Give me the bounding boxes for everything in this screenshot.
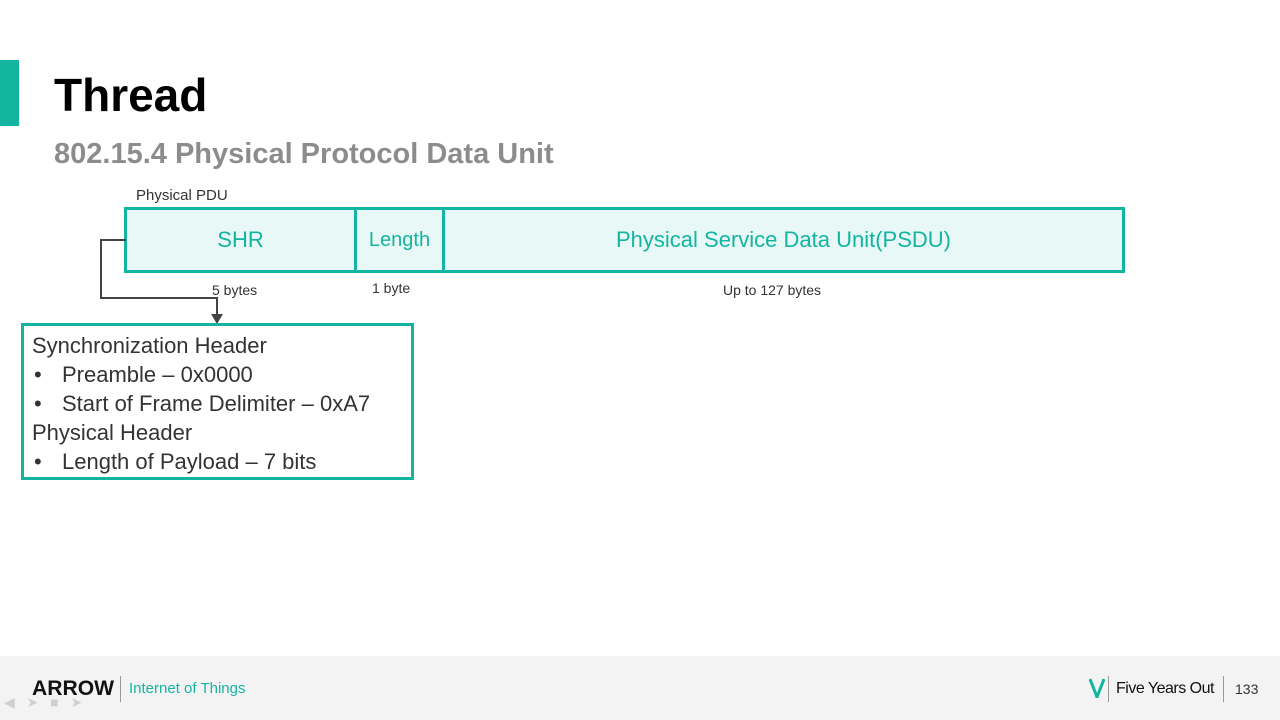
callout-bullet-text: Preamble – 0x0000 [62, 362, 253, 387]
callout-bullet-preamble: • Preamble – 0x0000 [32, 360, 411, 389]
size-psdu: Up to 127 bytes [723, 282, 822, 298]
footer-section: Internet of Things [129, 680, 246, 697]
footer-divider [120, 676, 121, 702]
arrow-logo-text: ARROW [32, 678, 114, 698]
slide-title: Thread [54, 69, 208, 121]
callout-heading-phy: Physical Header [32, 420, 193, 445]
field-psdu: Physical Service Data Unit(PSDU) [616, 227, 951, 252]
callout-heading-sync: Synchronization Header [32, 333, 267, 358]
callout-bullet-length: • Length of Payload – 7 bits [32, 447, 411, 476]
slide-nav-icon[interactable]: ◀ ➤ ■ ➤ [4, 694, 87, 710]
callout-bullet-text: Start of Frame Delimiter – 0xA7 [62, 391, 371, 416]
footer-divider [1108, 676, 1109, 702]
slide-subtitle: 802.15.4 Physical Protocol Data Unit [54, 138, 554, 170]
page-number: 133 [1235, 681, 1259, 697]
field-length: Length [357, 210, 445, 270]
footer-divider [1223, 676, 1224, 702]
pdu-frame: SHR Length Physical Service Data Unit(PS… [124, 207, 1125, 273]
frame-label: Physical PDU [136, 187, 228, 204]
callout-bullet-sfd: • Start of Frame Delimiter – 0xA7 [32, 389, 411, 418]
callout-bullet-text: Length of Payload – 7 bits [62, 449, 317, 474]
bullet-glyph: • [34, 362, 42, 387]
title-accent-bar [0, 60, 19, 126]
bullet-glyph: • [34, 391, 42, 416]
bullet-glyph: • [34, 449, 42, 474]
footer: ◀ ➤ ■ ➤ ARROW ARROW Internet of Things F… [0, 656, 1280, 720]
five-years-out-icon [1089, 678, 1105, 698]
size-length: 1 byte [372, 280, 411, 296]
arrow-logo-icon: ARROW ARROW [32, 678, 114, 698]
shr-callout: Synchronization Header • Preamble – 0x00… [21, 323, 414, 480]
footer-tagline: Five Years Out [1116, 680, 1214, 697]
size-shr: 5 bytes [212, 282, 258, 298]
field-shr: SHR [127, 210, 357, 270]
